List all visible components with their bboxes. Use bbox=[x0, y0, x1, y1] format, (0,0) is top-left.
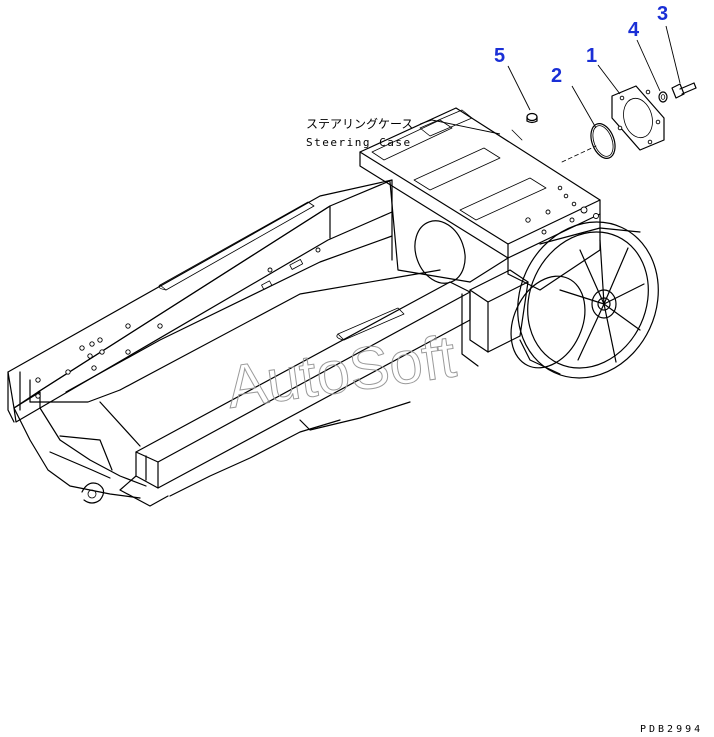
plug-part-5 bbox=[526, 112, 538, 124]
exploded-parts bbox=[526, 82, 697, 163]
washer-part-4 bbox=[658, 91, 668, 103]
side-bracket bbox=[461, 269, 529, 367]
steering-case-label-en: Steering Case bbox=[306, 136, 412, 149]
callout-part-1: 1 bbox=[586, 45, 597, 67]
steering-case-label-jp: ステアリングケース bbox=[306, 117, 413, 131]
callout-part-2: 2 bbox=[551, 65, 562, 87]
drawing-code: PDB2994 bbox=[640, 724, 703, 735]
main-frame-drawing bbox=[7, 82, 697, 507]
front-crossmember bbox=[13, 407, 147, 504]
leader-lines bbox=[419, 25, 681, 135]
final-drive-housing bbox=[510, 221, 659, 379]
cover-plate-part-1 bbox=[611, 85, 665, 151]
channel-floor bbox=[29, 235, 441, 447]
watermark: AutoSoft bbox=[222, 322, 460, 420]
steering-case-label: ステアリングケース Steering Case bbox=[306, 117, 413, 149]
callout-part-4: 4 bbox=[628, 19, 640, 41]
callout-part-3: 3 bbox=[657, 3, 668, 25]
callouts: 1 2 3 4 5 bbox=[494, 3, 668, 87]
o-ring-part-2 bbox=[590, 123, 616, 159]
callout-part-5: 5 bbox=[494, 45, 505, 67]
bolt-part-3 bbox=[671, 82, 697, 99]
